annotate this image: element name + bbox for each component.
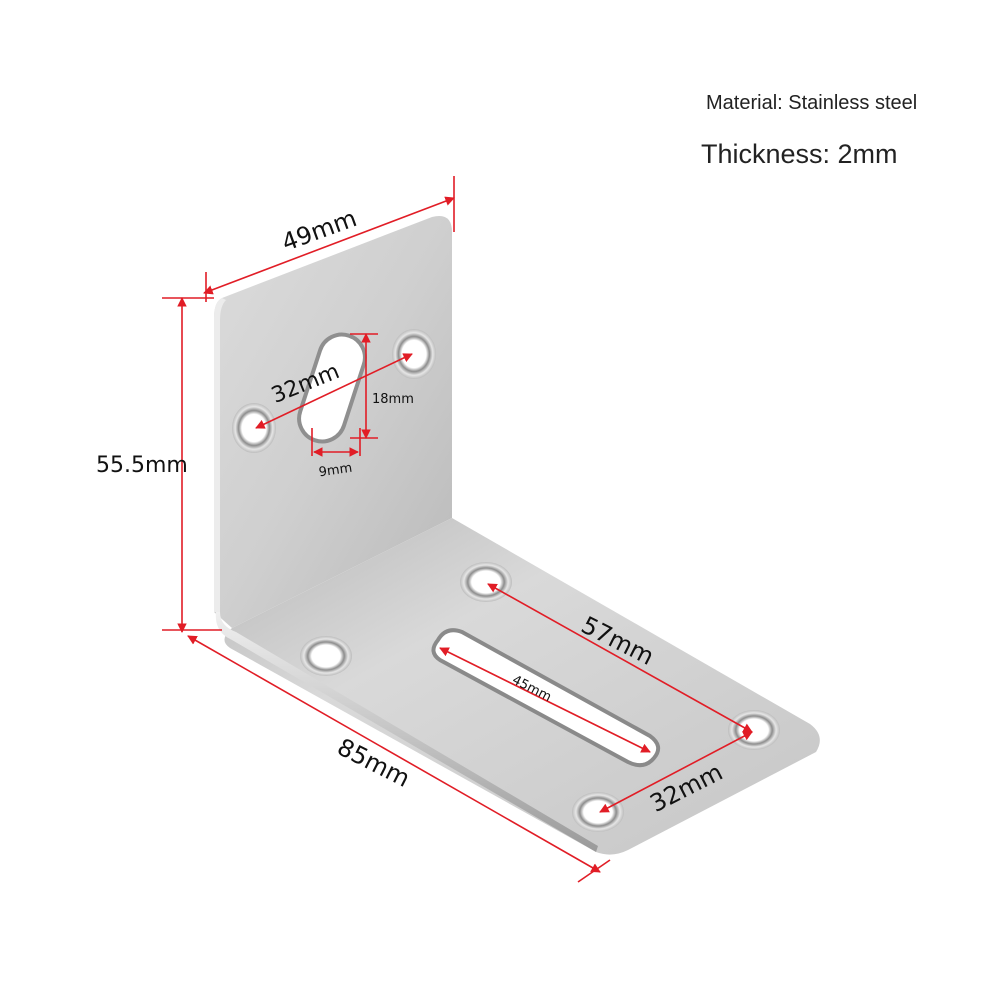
dimension-lines [162,176,753,883]
base-hole-front-left [300,636,352,676]
upper-hole-right [392,329,436,379]
material-label: Material: Stainless steel [706,92,918,114]
base-hole-front-right [572,792,624,832]
dim-upper-slot-height: 18mm [372,392,414,407]
thickness-label: Thickness: 2mm [701,139,898,169]
base-hole-back-left [460,562,512,602]
upper-hole-left [232,403,276,453]
dim-upper-slot-width: 9mm [318,461,353,481]
dim-vertical-height: 55.5mm [96,453,188,478]
base-hole-back-right [728,710,780,750]
